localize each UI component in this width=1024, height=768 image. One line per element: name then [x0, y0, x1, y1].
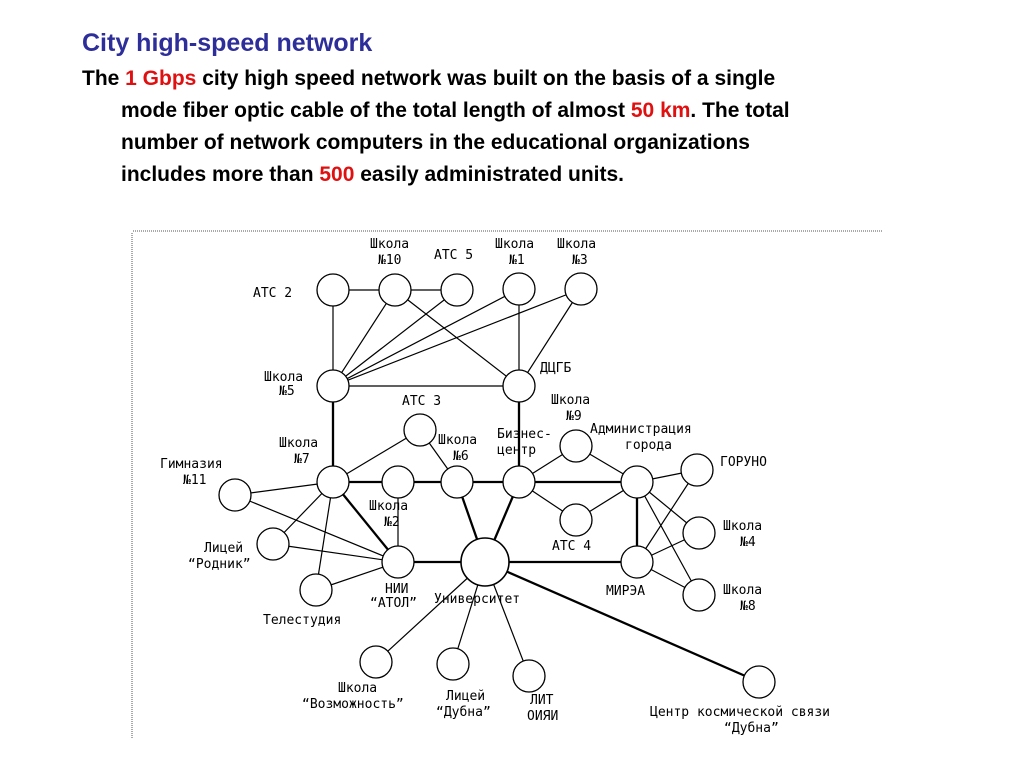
- node-school9: [559, 429, 593, 463]
- node-school-vozmozhnost: [359, 645, 393, 679]
- label-university: Университет: [434, 592, 520, 607]
- node-city-admin: [620, 465, 654, 499]
- node-school10: [378, 273, 412, 307]
- network-nodes: [218, 272, 776, 699]
- label-lit-line2: ОИЯИ: [527, 709, 558, 724]
- label-gymnasium-line2: №11: [183, 473, 206, 488]
- node-lyceum-rodnik: [256, 527, 290, 561]
- label-rodnik-line1: Лицей: [204, 541, 243, 556]
- label-school2-line2: №2: [384, 515, 400, 530]
- label-school10-line2: №10: [378, 253, 401, 268]
- node-school8: [682, 578, 716, 612]
- cable-length: 50 km: [630, 99, 691, 122]
- node-mirea: [620, 545, 654, 579]
- description-line-4: includes more than 500 easily administra…: [121, 163, 625, 186]
- label-admin-line1: Администрация: [590, 422, 692, 437]
- label-school6-line1: Школа: [438, 433, 477, 448]
- node-ats4: [559, 503, 593, 537]
- label-goruno: ГОРУНО: [720, 455, 767, 470]
- slide-title: City high-speed network: [82, 29, 373, 57]
- node-gymnasium11: [218, 478, 252, 512]
- node-ats3: [403, 413, 437, 447]
- label-nii-line1: НИИ: [385, 582, 408, 597]
- description-line-3: number of network computers in the educa…: [121, 131, 750, 154]
- label-school8-line1: Школа: [723, 583, 762, 598]
- label-dcgb: ДЦГБ: [540, 361, 571, 376]
- node-school3: [564, 272, 598, 306]
- label-gymnasium-line1: Гимназия: [160, 457, 223, 472]
- label-school3-line1: Школа: [557, 237, 596, 252]
- node-school1: [502, 272, 536, 306]
- label-nii-line2: “АТОЛ”: [370, 596, 417, 611]
- label-school9-line1: Школа: [551, 393, 590, 408]
- node-lyceum-dubna: [436, 647, 470, 681]
- node-space-center: [742, 665, 776, 699]
- node-school4: [682, 516, 716, 550]
- description-line-1: The 1 Gbps city high speed network was b…: [82, 67, 776, 90]
- node-nii-atol: [381, 545, 415, 579]
- label-school5-line2: №5: [279, 384, 295, 399]
- label-dubna-lyceum-line2: “Дубна”: [436, 705, 491, 720]
- label-school10-line1: Школа: [370, 237, 409, 252]
- node-labels: АТС 2 Школа №10 АТС 5 Школа №1 Школа №3 …: [160, 237, 830, 736]
- label-school1-line1: Школа: [495, 237, 534, 252]
- label-school7-line1: Школа: [279, 436, 318, 451]
- label-space-line1: Центр космической связи: [650, 705, 830, 720]
- label-school7-line2: №7: [294, 452, 310, 467]
- label-ats4: АТС 4: [552, 539, 591, 554]
- node-school5: [316, 369, 350, 403]
- node-goruno: [680, 453, 714, 487]
- label-telestudio: Телестудия: [263, 613, 341, 628]
- label-lit-line1: ЛИТ: [530, 693, 554, 708]
- node-ats2: [316, 273, 350, 307]
- node-telestudio: [299, 573, 333, 607]
- node-dcgb: [502, 369, 536, 403]
- label-ats2: АТС 2: [253, 286, 292, 301]
- label-school5-line1: Школа: [264, 370, 303, 385]
- node-ats5: [440, 273, 474, 307]
- label-school4-line1: Школа: [723, 519, 762, 534]
- computer-count: 500: [319, 163, 355, 186]
- node-university: [460, 537, 510, 587]
- description-line-2: mode fiber optic cable of the total leng…: [121, 99, 790, 122]
- label-admin-line2: города: [625, 438, 672, 453]
- node-business-center: [502, 465, 536, 499]
- label-vozm-line2: “Возможность”: [302, 697, 404, 712]
- label-business-line1: Бизнес-: [497, 427, 552, 442]
- label-ats5: АТС 5: [434, 248, 473, 263]
- label-dubna-lyceum-line1: Лицей: [446, 689, 485, 704]
- label-school6-line2: №6: [453, 449, 469, 464]
- label-school2-line1: Школа: [369, 499, 408, 514]
- label-ats3: АТС 3: [402, 394, 441, 409]
- description-paragraph: The 1 Gbps city high speed network was b…: [82, 63, 962, 191]
- label-school1-line2: №1: [509, 253, 525, 268]
- node-school2: [381, 465, 415, 499]
- label-mirea: МИРЭА: [606, 584, 645, 599]
- label-school4-line2: №4: [740, 535, 756, 550]
- network-speed: 1 Gbps: [125, 67, 197, 90]
- label-vozm-line1: Школа: [338, 681, 377, 696]
- label-school8-line2: №8: [740, 599, 756, 614]
- label-school3-line2: №3: [572, 253, 588, 268]
- label-rodnik-line2: “Родник”: [188, 557, 251, 572]
- node-lit-oiyai: [512, 659, 546, 693]
- label-space-line2: “Дубна”: [724, 721, 779, 736]
- label-school9-line2: №9: [566, 409, 582, 424]
- node-school6: [440, 465, 474, 499]
- label-business-line2: центр: [497, 443, 536, 458]
- node-school7: [316, 465, 350, 499]
